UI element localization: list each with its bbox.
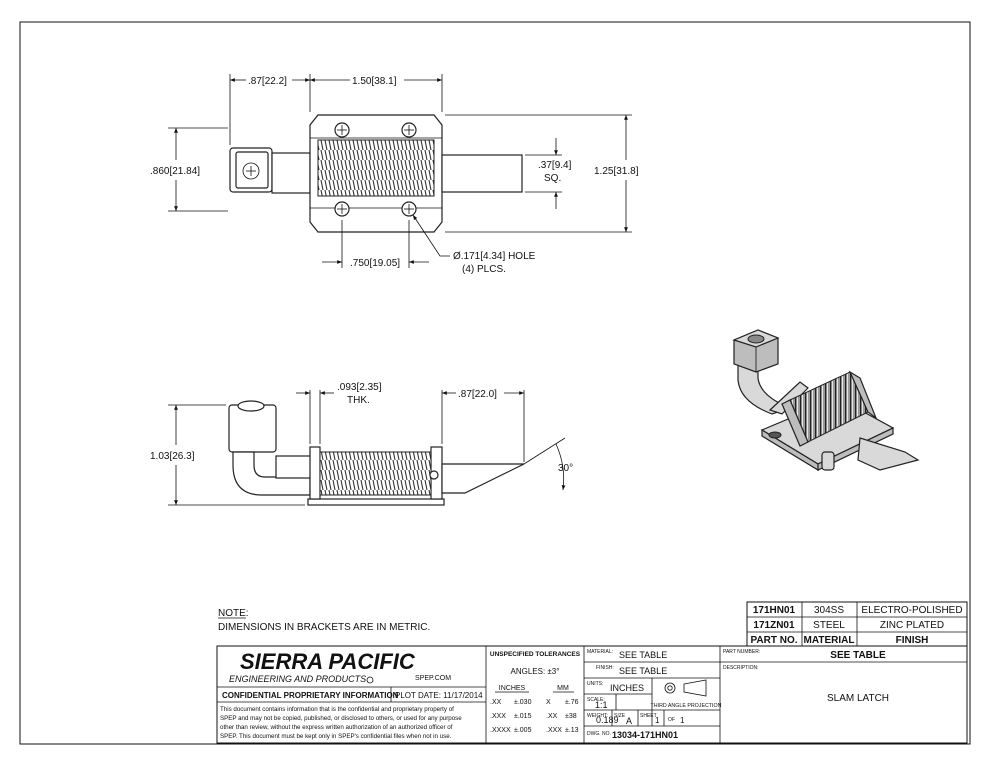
table-row-material: STEEL [813, 620, 845, 631]
parts-table: 171HN01 304SS ELECTRO-POLISHED 171ZN01 S… [746, 601, 968, 647]
size-label: SIZE [614, 713, 626, 719]
tol-inch-value: ±.005 [514, 727, 532, 734]
dim-thickness: .093[2.35] [337, 382, 382, 393]
part-number-value: SEE TABLE [830, 650, 886, 661]
weight-label: WEIGHT: [587, 713, 608, 719]
dwg-number: 13034-171HN01 [612, 730, 678, 740]
company-subtitle: ENGINEERING AND PRODUCTS [229, 674, 366, 684]
table-header-finish: FINISH [896, 635, 929, 646]
table-row-part: 171ZN01 [753, 620, 795, 631]
sheet-border [19, 21, 971, 745]
company-name: SIERRA PACIFIC [240, 649, 416, 674]
material-label: MATERIAL: [587, 649, 613, 655]
confidential-title: CONFIDENTIAL PROPRIETARY INFORMATION [222, 691, 399, 700]
sheet-of-label: OF [668, 717, 675, 723]
table-row-finish: ELECTRO-POLISHED [861, 605, 962, 616]
note-title: NOTE: [218, 608, 249, 619]
weight-value: 0.189 [596, 715, 619, 725]
units-value: INCHES [610, 683, 644, 693]
dim-side-height: 1.03[26.3] [150, 451, 195, 462]
confidential-line: SPEP and may not be copied, published, o… [220, 715, 462, 722]
finish-value: SEE TABLE [619, 666, 667, 676]
tol-mm-value: ±.13 [565, 727, 579, 734]
material-value: SEE TABLE [619, 650, 667, 660]
sheet-label: SHEET [640, 713, 657, 719]
scale-value: 1:1 [595, 700, 608, 710]
dim-angle: 30° [558, 463, 573, 474]
note-text: DIMENSIONS IN BRACKETS ARE IN METRIC. [218, 622, 430, 633]
projection-label: THIRD ANGLE PROJECTION [651, 703, 722, 709]
confidential-line: other than review, without the express w… [220, 724, 453, 731]
company-website: SPEP.COM [415, 675, 451, 682]
top-view: .87[22.2] 1.50[38.1] .860[21.84] .37[9.4… [150, 74, 639, 275]
confidential-line: This document contains information that … [220, 706, 454, 713]
tolerances-angles: ANGLES: ±3° [511, 667, 560, 676]
tol-mm-format: .XX [546, 713, 558, 720]
description-value: SLAM LATCH [827, 693, 889, 704]
dim-hole-spacing: .750[19.05] [350, 258, 400, 269]
finish-label: FINISH: [596, 665, 614, 671]
third-angle-projection-icon [664, 679, 707, 697]
dim-left-length: .87[22.2] [248, 76, 287, 87]
table-header-part: PART NO. [750, 635, 797, 646]
tolerances-title: UNSPECIFIED TOLERANCES [490, 651, 581, 658]
dim-body-height: 1.25[31.8] [594, 166, 639, 177]
part-number-label: PART NUMBER: [723, 649, 760, 655]
dim-bolt-square: .37[9.4] [538, 160, 572, 171]
tolerances-inches-label: INCHES [499, 685, 526, 692]
tol-mm-format: X [546, 699, 551, 706]
table-header-material: MATERIAL [804, 635, 855, 646]
dwg-label: DWG. NO. [587, 731, 611, 737]
table-row-part: 171HN01 [753, 605, 796, 616]
dim-bolt-length: .87[22.0] [458, 389, 497, 400]
table-row-finish: ZINC PLATED [880, 620, 944, 631]
side-view: .093[2.35] THK. .87[22.0] 1.03[26.3] 30° [150, 382, 573, 506]
dim-knob-height: .860[21.84] [150, 166, 200, 177]
scale-label: SCALE: [587, 697, 605, 703]
dim-body-width: 1.50[38.1] [352, 76, 397, 87]
tol-inch-format: .XXX [490, 713, 506, 720]
tol-inch-format: .XXXX [490, 727, 511, 734]
confidential-line: SPEP. This document must be kept only in… [220, 733, 452, 740]
sheet-total: 1 [680, 716, 685, 725]
tol-mm-format: .XXX [546, 727, 562, 734]
table-row-material: 304SS [814, 605, 844, 616]
dim-thickness-note: THK. [347, 395, 370, 406]
tol-inch-value: ±.015 [514, 713, 532, 720]
tol-inch-format: .XX [490, 699, 502, 706]
units-label: UNITS: [587, 681, 603, 687]
size-value: A [626, 716, 632, 726]
sheet-value: 1 [655, 716, 660, 725]
description-label: DESCRIPTION: [723, 665, 759, 671]
tol-inch-value: ±.030 [514, 699, 532, 706]
isometric-view [732, 329, 920, 472]
plot-date: PLOT DATE: 11/17/2014 [395, 691, 483, 700]
hole-callout: Ø.171[4.34] HOLE [453, 251, 536, 262]
tol-mm-value: ±.76 [565, 699, 579, 706]
tol-mm-value: ±38 [565, 713, 577, 720]
tolerances-mm-label: MM [557, 685, 569, 692]
dim-bolt-square-note: SQ. [544, 173, 561, 184]
hole-callout-count: (4) PLCS. [462, 264, 506, 275]
title-block: SIERRA PACIFIC ENGINEERING AND PRODUCTS … [216, 645, 968, 744]
